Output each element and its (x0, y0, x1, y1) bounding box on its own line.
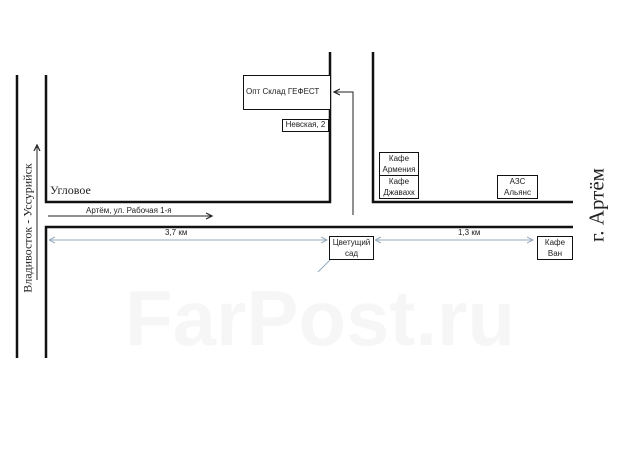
gefest-box: Опт Склад ГЕФЕСТ (243, 75, 331, 110)
text: Альянс (504, 188, 531, 197)
text: Кафе (544, 238, 566, 247)
highway-label: Владивосток - Уссурийск (20, 163, 35, 293)
distance-right: 1,3 км (458, 228, 481, 237)
label-uglovoe: Угловое (50, 183, 91, 197)
watermark: FarPost.ru (125, 274, 515, 362)
city-label: г. Артём (584, 168, 609, 242)
distance-left: 3,7 км (165, 228, 188, 237)
text: Цветущий (332, 238, 371, 247)
road-line (44, 225, 573, 358)
road-line (371, 52, 573, 204)
gefest-label: Опт Склад ГЕФЕСТ (246, 87, 320, 96)
address-box: Невская, 2 (282, 119, 329, 132)
text: Джавахк (383, 188, 415, 197)
label-street: Артём, ул. Рабочая 1-я (86, 206, 172, 215)
garden-box: Цветущий сад (329, 236, 374, 260)
text: АЗС (509, 177, 526, 186)
text: Кафе (388, 177, 410, 186)
text: Ван (547, 249, 563, 258)
direction-arrow (334, 92, 354, 215)
text: сад (344, 249, 359, 258)
text: Армения (382, 165, 416, 174)
azs-box: АЗС Альянс (497, 175, 538, 199)
road-line (44, 52, 332, 204)
address-label: Невская, 2 (285, 120, 326, 129)
text: Кафе (388, 154, 410, 163)
